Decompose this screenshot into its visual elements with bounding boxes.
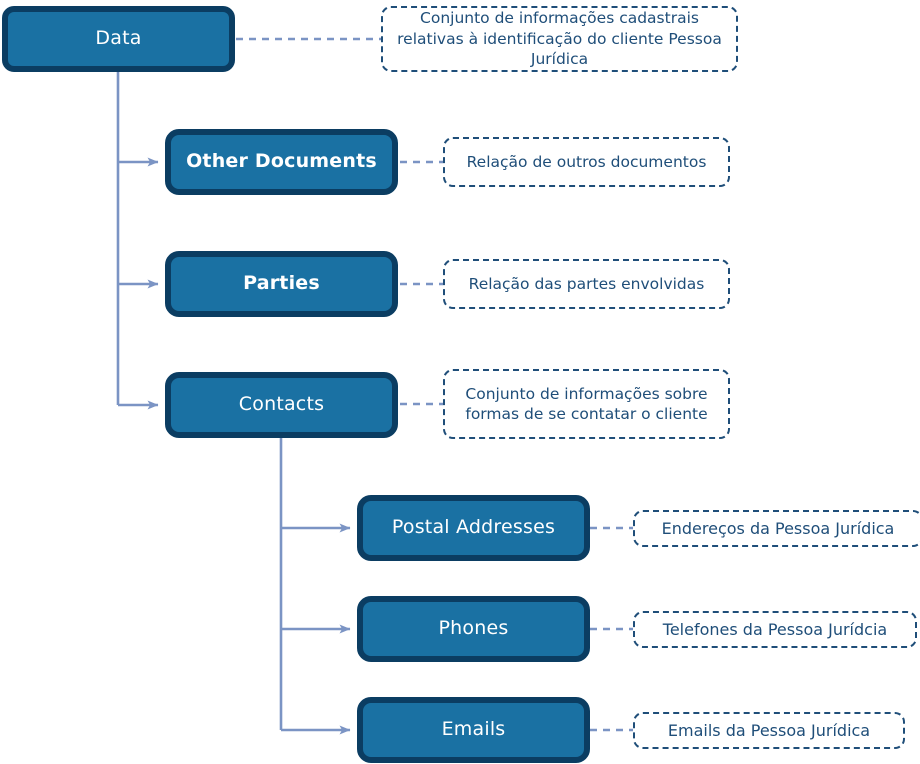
node-postal-addresses[interactable]: Postal Addresses — [357, 495, 590, 561]
note-parties-text: Relação das partes envolvidas — [468, 274, 705, 293]
note-phones-text: Telefones da Pessoa Jurídcia — [662, 619, 888, 639]
note-contacts: Conjunto de informações sobre formas de … — [443, 369, 730, 439]
note-parties: Relação das partes envolvidas — [443, 259, 730, 309]
node-phones-label: Phones — [438, 617, 509, 640]
note-postal-addresses: Endereços da Pessoa Jurídica — [633, 510, 920, 547]
node-data-label: Data — [95, 27, 142, 50]
note-postal-addresses-text: Endereços da Pessoa Jurídica — [661, 518, 895, 538]
node-other-documents[interactable]: Other Documents — [165, 129, 398, 195]
node-postal-addresses-label: Postal Addresses — [391, 516, 556, 539]
note-contacts-text: Conjunto de informações sobre formas de … — [465, 384, 708, 423]
node-other-documents-label: Other Documents — [186, 150, 377, 173]
note-data: Conjunto de informações cadastrais relat… — [381, 6, 738, 72]
note-emails-text: Emails da Pessoa Jurídica — [667, 720, 871, 740]
note-other-documents: Relação de outros documentos — [443, 137, 730, 187]
node-contacts-label: Contacts — [238, 393, 325, 416]
node-phones[interactable]: Phones — [357, 596, 590, 662]
node-contacts[interactable]: Contacts — [165, 372, 398, 438]
node-parties[interactable]: Parties — [165, 251, 398, 317]
note-phones: Telefones da Pessoa Jurídcia — [633, 611, 917, 648]
node-emails[interactable]: Emails — [357, 697, 590, 763]
node-emails-label: Emails — [441, 718, 506, 741]
note-data-text: Conjunto de informações cadastrais relat… — [397, 9, 722, 69]
note-emails: Emails da Pessoa Jurídica — [633, 712, 905, 749]
node-data[interactable]: Data — [2, 6, 235, 72]
note-other-documents-text: Relação de outros documentos — [466, 152, 707, 171]
node-parties-label: Parties — [243, 272, 320, 295]
